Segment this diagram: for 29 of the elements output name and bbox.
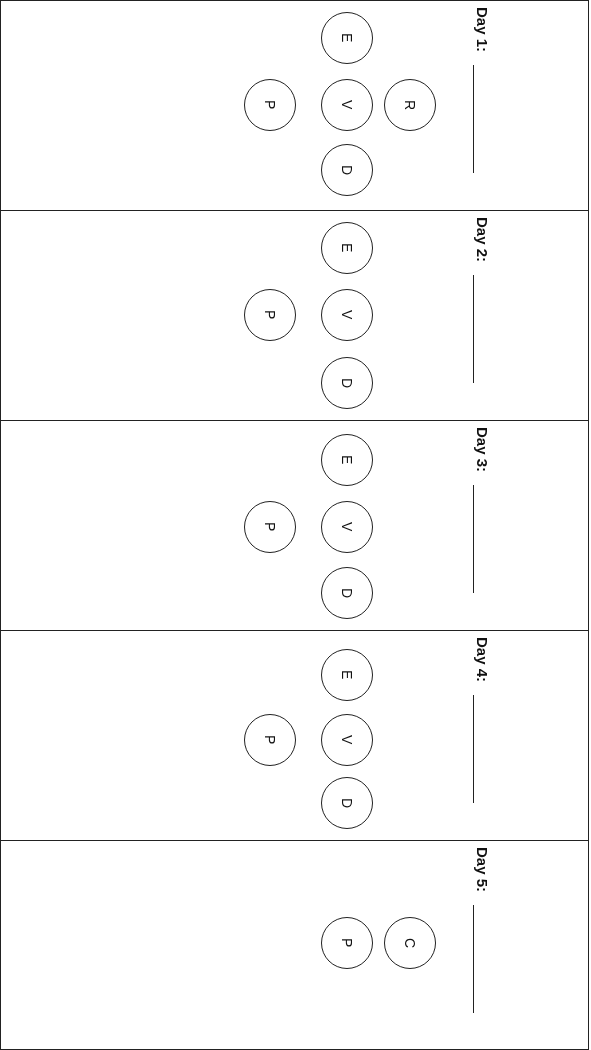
letter-circle: P	[321, 917, 373, 969]
letter-circle: E	[321, 434, 373, 486]
day-heading: Day 3:	[474, 427, 490, 473]
day-heading: Day 2:	[474, 217, 490, 263]
letter-circle: E	[321, 12, 373, 64]
day-heading: Day 5:	[474, 847, 490, 893]
day-heading: Day 4:	[474, 637, 490, 683]
day-panel	[0, 630, 589, 841]
letter-circle: P	[244, 79, 296, 131]
letter-circle: C	[384, 917, 436, 969]
day-panel	[0, 0, 589, 211]
letter-circle: D	[321, 777, 373, 829]
letter-circle: P	[244, 289, 296, 341]
letter-circle: R	[384, 79, 436, 131]
letter-circle: E	[321, 222, 373, 274]
letter-circle: P	[244, 714, 296, 766]
letter-circle: D	[321, 357, 373, 409]
letter-circle: D	[321, 144, 373, 196]
letter-circle: P	[244, 501, 296, 553]
day-panel	[0, 840, 589, 1050]
letter-circle: V	[321, 714, 373, 766]
day-heading: Day 1:	[474, 7, 490, 53]
letter-circle: E	[321, 649, 373, 701]
day-panel	[0, 210, 589, 421]
letter-circle: V	[321, 79, 373, 131]
letter-circle: V	[321, 501, 373, 553]
letter-circle: D	[321, 567, 373, 619]
day-panel	[0, 420, 589, 631]
letter-circle: V	[321, 289, 373, 341]
